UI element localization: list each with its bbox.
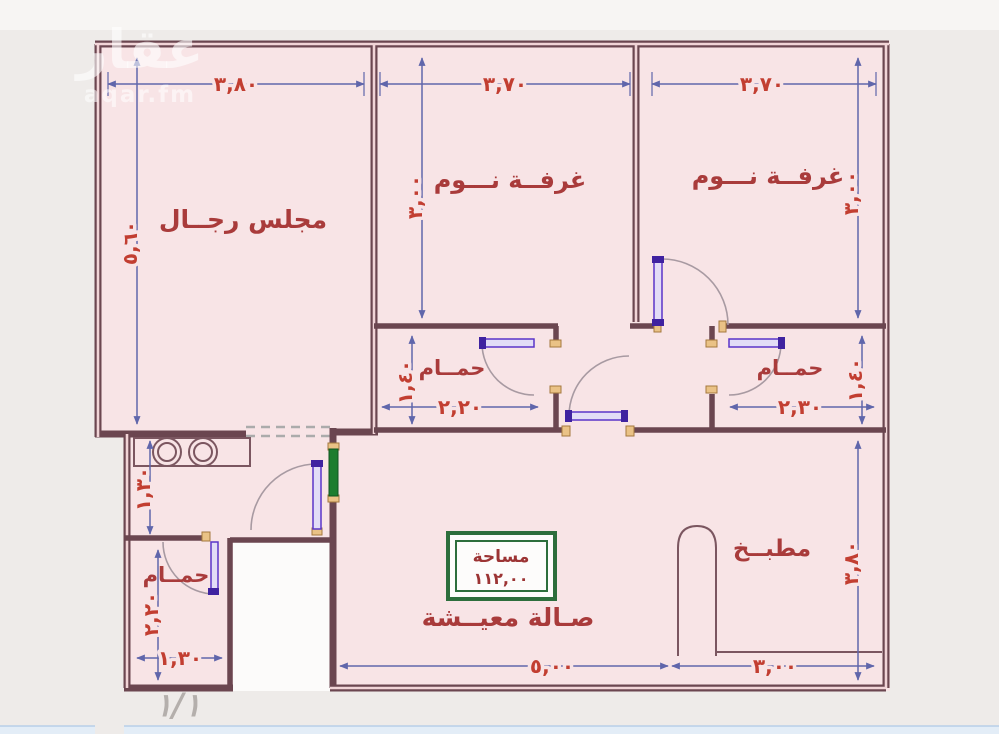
dim-majlis-height: ٥,٦٠ [118,221,142,265]
door-leaf-bedroom-right [653,258,663,326]
door-arc [728,342,782,396]
room-label-bathroom-middle: حمــام [419,356,486,380]
room-label-living-hall: صـالة معيــشة [422,603,595,632]
page-indicator: ١/١ [155,686,201,724]
dim-kitchen-height: ٣,٨٠ [839,541,863,585]
room-label-bathroom-right: حمــام [757,356,824,380]
door-leaf-lobby [312,462,322,530]
dim-bedroom-middle-width: ٣,٧٠ [483,72,527,96]
dim-bathroom-right-height: ١,٤٠ [843,358,867,402]
burner-icon [188,437,218,467]
doors [162,256,785,595]
room-label-bedroom-right: غرفــة نـــوم [692,162,845,190]
dimension-lines [107,57,877,681]
door-leaf-bathroom-right [728,338,782,348]
exterior-walls [94,40,890,692]
dim-living-width: ٥,٠٠ [530,654,574,678]
entrance-door-green [328,448,339,497]
door-leaf-hall [567,411,628,421]
watermark: عقار aqar.fm [73,18,203,108]
area-stamp: مساحة ١١٢,٠٠ [446,531,557,601]
dimension-labels: ٣,٨٠ ٣,٧٠ ٣,٧٠ ٥,٦٠ ٣,٠٠ ٣,٠٠ ١,٤٠ ١,٤٠ … [115,69,871,682]
door-leaf-bathroom-lower [210,541,219,595]
dim-bedroom-middle-height: ٣,٠٠ [403,175,427,219]
stove-counter [133,437,251,467]
dim-bedroom-right-width: ٣,٧٠ [740,72,784,96]
stair-void [233,541,330,691]
dim-laundry-height: ١,٣٠ [131,467,155,511]
door-arc [250,463,318,531]
room-label-kitchen: مطبــخ [733,536,811,562]
kitchen-arch [677,524,882,656]
dim-bedroom-right-height: ٣,٠٠ [839,171,863,215]
room-label-majlis: مجلس رجــال [159,205,327,234]
top-margin-band [0,0,999,30]
door-leaf-bathroom-middle [481,338,535,348]
dim-bathroom-lower-height: ٢,٢٠ [139,592,163,636]
dim-bathroom-lower-width: ١,٣٠ [158,646,202,670]
room-labels: مجلس رجــال غرفــة نـــوم غرفــة نـــوم … [143,162,845,632]
area-stamp-label: مساحة [473,547,530,567]
door-arc [481,342,535,396]
door-arc [661,258,729,326]
room-label-bathroom-lower: حمــام [143,563,210,587]
room-label-bedroom-middle: غرفــة نـــوم [434,166,587,194]
dim-bathroom-right-width: ٢,٣٠ [778,395,822,419]
dim-bathroom-middle-width: ٢,٢٠ [438,395,482,419]
dim-kitchen-width: ٣,٠٠ [753,654,797,678]
bottom-margin-band [0,726,999,734]
door-arc [568,355,630,417]
dim-bathroom-middle-height: ١,٤٠ [393,360,417,404]
door-arc [162,541,216,595]
area-stamp-value: ١١٢,٠٠ [474,569,529,588]
burner-icon [157,442,177,462]
interior-walls [124,323,886,688]
footprint-left-notch [95,437,124,734]
burner-icon [193,442,213,462]
dim-majlis-width: ٣,٨٠ [214,72,258,96]
watermark-latin: aqar.fm [84,82,196,108]
watermark-arabic: عقار [73,18,203,81]
